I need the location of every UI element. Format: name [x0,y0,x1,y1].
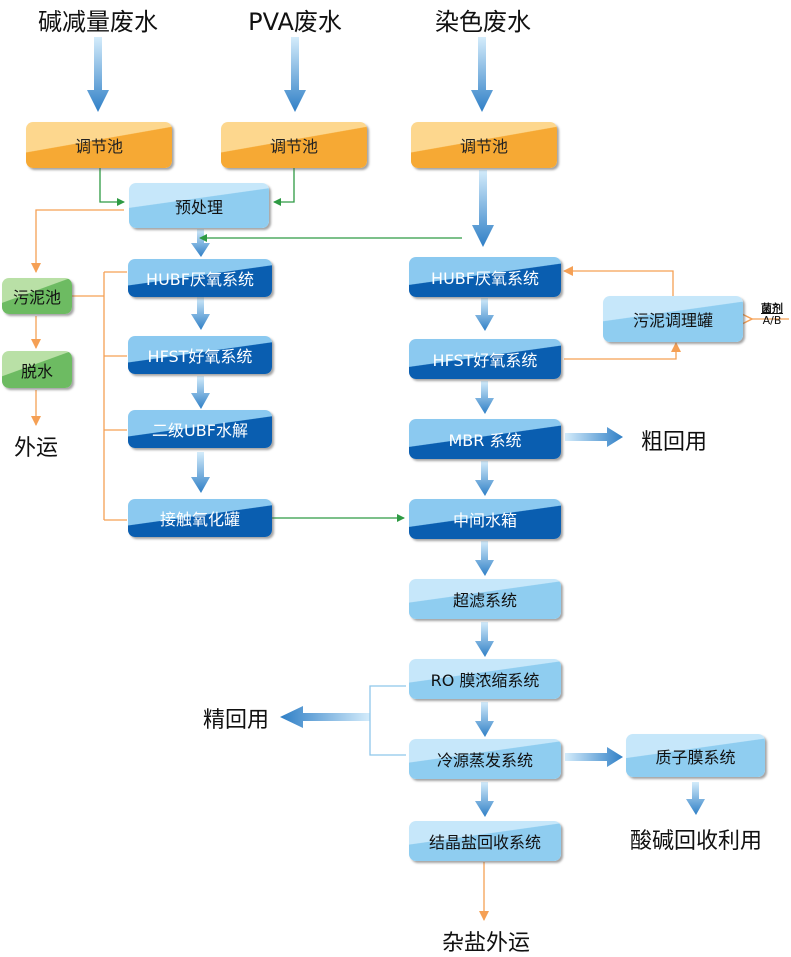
node-ultrafiltration[interactable]: 超滤系统 [409,579,561,619]
arrow-hubf-to-hfst-right [475,298,494,331]
annotation-bacteria: 菌剂 A/B [756,303,788,327]
arrow-uf-to-ro [475,622,494,657]
arrow-to-fine-reuse [280,706,370,728]
node-sludge-conditioning[interactable]: 污泥调理罐 [603,296,743,342]
node-intermediate-tank[interactable]: 中间水箱 [409,499,561,539]
arrow-hfst-to-mbr [475,381,494,414]
node-left-hfst[interactable]: HFST好氧系统 [128,336,272,374]
arrow-mbr-to-tank [475,461,494,496]
arrow-eq3-down [472,170,494,247]
node-pretreatment[interactable]: 预处理 [129,183,269,228]
reuse-lines [369,685,406,756]
node-label: 污泥池 [12,288,61,307]
node-label: 超滤系统 [452,591,517,610]
node-equalization-1[interactable]: 调节池 [26,122,172,168]
node-label: RO 膜浓缩系统 [430,671,540,690]
output-sludge-outbound: 外运 [13,436,59,461]
output-fine-reuse: 精回用 [202,708,270,733]
arrow-proton-to-acid [686,782,705,815]
node-right-hfst[interactable]: HFST好氧系统 [409,339,561,379]
flow-arrows [87,37,705,817]
arrow-dye-to-eq3 [471,37,493,112]
node-label: 中间水箱 [452,511,517,530]
node-equalization-2[interactable]: 调节池 [221,122,367,168]
node-sludge-pool[interactable]: 污泥池 [2,278,72,314]
arrow-ro-to-evap [475,702,494,737]
output-mixed-salt-outbound: 杂盐外运 [441,931,531,956]
node-right-hubf[interactable]: HUBF厌氧系统 [409,257,561,297]
node-secondary-ubf[interactable]: 二级UBF水解 [128,410,272,448]
node-label: 接触氧化罐 [159,510,240,529]
annotation-bacteria-agent: 菌剂 [761,302,783,315]
node-label: HFST好氧系统 [432,351,538,370]
output-coarse-reuse: 粗回用 [640,430,708,455]
node-label: 调节池 [269,137,318,156]
node-label: 脱水 [20,361,53,381]
green-flow-lines [99,168,462,522]
arrow-pre-to-hubf [191,229,210,257]
node-label: 调节池 [459,137,508,156]
node-label: 质子膜系统 [655,747,736,767]
node-label: MBR 系统 [448,431,522,450]
source-dye-wastewater: 染色废水 [435,8,531,36]
source-alkali-wastewater: 碱减量废水 [38,8,158,36]
arrow-alkali-to-eq1 [87,37,109,112]
node-label: 二级UBF水解 [152,421,248,440]
source-pva-text: PVA废水 [248,8,342,36]
node-label: 结晶盐回收系统 [428,833,541,852]
node-label: 污泥调理罐 [632,311,713,330]
node-dewatering[interactable]: 脱水 [2,351,72,388]
output-acid-base-recovery: 酸碱回收利用 [629,829,763,854]
node-label: 预处理 [174,197,223,217]
arrow-mbr-to-coarse [565,427,623,447]
node-equalization-3[interactable]: 调节池 [411,122,557,168]
arrow-pva-to-eq2 [284,37,306,112]
node-label: HFST好氧系统 [147,347,253,366]
node-label: HUBF厌氧系统 [146,270,254,289]
node-label: HUBF厌氧系统 [431,269,539,288]
node-proton-membrane[interactable]: 质子膜系统 [626,734,765,777]
arrow-evap-to-crystal [475,782,494,817]
node-crystal-salt[interactable]: 结晶盐回收系统 [409,821,561,861]
node-cold-evaporation[interactable]: 冷源蒸发系统 [409,739,561,779]
arrow-ubf-to-contact [191,452,210,493]
node-label: 调节池 [74,137,123,156]
annotation-bacteria-type: A/B [762,314,782,327]
sludge-lines [31,209,789,921]
arrow-hubf-to-hfst-left [191,297,210,330]
node-contact-oxidation[interactable]: 接触氧化罐 [128,499,272,537]
arrow-hfst-to-ubf [191,376,210,409]
source-pva-wastewater: PVA废水 [248,2,342,37]
arrow-evap-to-proton [565,747,623,767]
node-label: 冷源蒸发系统 [436,751,533,770]
node-mbr[interactable]: MBR 系统 [409,419,561,459]
node-left-hubf[interactable]: HUBF厌氧系统 [128,259,272,297]
arrow-tank-to-uf [475,541,494,576]
node-ro[interactable]: RO 膜浓缩系统 [409,659,561,699]
